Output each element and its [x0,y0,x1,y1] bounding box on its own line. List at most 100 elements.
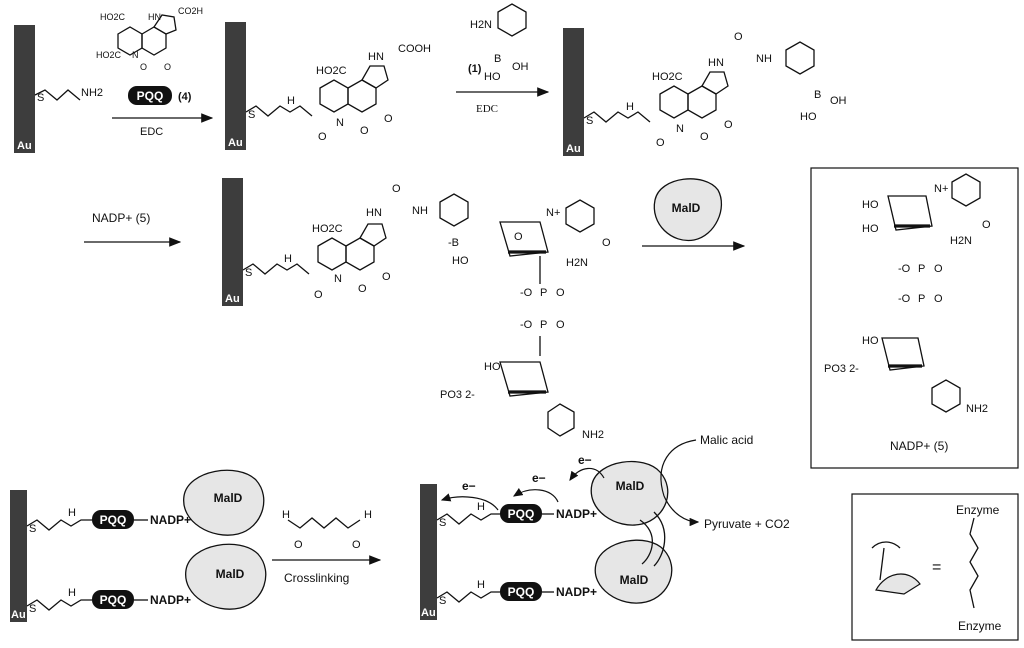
sulfur-label: S [29,523,36,535]
carbonyl-o-label: O [318,131,327,143]
phosphorus-label: P [918,293,925,305]
nh-label: HN [366,207,382,219]
nadp-box-caption: NADP+ (5) [890,439,948,453]
au-label: Au [17,140,32,152]
nadp-reagent-label: NADP+ (5) [92,211,150,225]
carbonyl-o-label: O [982,219,991,231]
oxo-label: O [382,271,391,283]
aldehyde-o-label: O [352,539,361,551]
pqq-nadp-conjugate-lower: S H PQQ NADP+ [26,587,191,615]
oxo-label: O [384,113,393,125]
sulfur-label: S [37,92,44,104]
au-label: Au [421,607,436,619]
carboxyl-label: HO2C [652,71,683,83]
pyridine-n-label: N [132,50,139,60]
phosphate-label: PO3 2- [440,389,475,401]
pyridine-n-label: N [676,123,684,135]
crosslink-bridge [639,519,653,565]
compound-4-label: (4) [178,91,192,103]
svg-text:MalD: MalD [214,491,243,505]
final-conjugate-upper: S H PQQ NADP+ [436,501,597,529]
amine-label: H2N [470,19,492,31]
nadp-tag: NADP+ [150,593,191,607]
hydroxyl-label: HO [800,111,817,123]
electron-label-3: e− [578,453,592,467]
pqq-nadp-complex-structure: S H O HO2C HN O NH -B HO N O O O N+ O H2… [242,183,611,441]
mald-enzyme-final-upper: MalD [590,460,669,526]
oxo-label: O [700,131,709,143]
amine-label: NH2 [81,87,103,99]
electrode-step5: Au [10,490,27,622]
equals-sign: = [932,559,941,576]
crosslink-bridge [653,511,666,567]
phosphate-o-label: O [556,287,565,299]
phosphate-o-label: O [556,319,565,331]
sulfur-label: S [29,603,36,615]
mald-enzyme-lower: MalD [185,543,267,610]
nh-label: NH [412,205,428,217]
crosslink-symbol [879,547,885,581]
nh-label: HN [148,12,161,22]
carbonyl-o-label: O [314,289,323,301]
malic-acid-label: Malic acid [700,433,753,447]
phosphate-o-label: -O [898,293,911,305]
carboxyl-label: HO2C [100,12,126,22]
oxo-label: O [140,62,147,72]
pqq-pill: PQQ [508,585,535,599]
aminophenylboronic-acid: H2N B OH HO (1) [468,3,529,83]
pqq-reagent-structure: HO2C HN CO2H HO2C N O O [96,6,203,72]
oxo-label: O [360,125,369,137]
pqq-pill: PQQ [100,513,127,527]
nadp-structure-box: HO HO N+ O H2N -O P O -O P O HO PO3 2- N… [810,167,1019,469]
nadp-tag: NADP+ [556,585,597,599]
mald-enzyme-final-lower: MalD [594,539,673,604]
pyridinium-label: N+ [934,183,948,195]
oxo-label: O [358,283,367,295]
pyridinium-label: N+ [546,207,560,219]
crosslink-symbol [871,541,901,549]
aldehyde-h-label: H [364,509,372,521]
pqq-pill-reagent: PQQ (4) [128,86,192,105]
amide-n-label: H [68,587,76,599]
nh-label: HN [708,57,724,69]
enzyme-label-top: Enzyme [956,503,1000,517]
hydroxyl-label: HO [484,361,501,373]
au-label: Au [228,137,243,149]
svg-text:MalD: MalD [616,479,645,493]
hydroxyl-label: HO [452,255,469,267]
pyridine-n-label: N [334,273,342,285]
final-conjugate-lower: S H PQQ NADP+ [436,579,597,607]
compound-1-label: (1) [468,63,482,75]
phosphorus-label: P [918,263,925,275]
pqq-pill: PQQ [508,507,535,521]
product-arrow [663,495,700,527]
hydroxyl-label: HO [862,335,879,347]
oxo-label: O [734,31,743,43]
au-label: Au [11,609,26,621]
phosphate-o-label: O [934,263,943,275]
boronate-label: -B [448,237,459,249]
electron-transfer-arrow-2 [512,487,559,503]
crosslinking-label: Crosslinking [284,571,349,585]
au-label: Au [566,143,581,155]
amine-label: NH2 [966,403,988,415]
glutaraldehyde-structure: H O H O [282,509,372,551]
phosphate-label: PO3 2- [824,363,859,375]
hydroxyl-label: HO [484,71,501,83]
enzyme-label-bottom: Enzyme [958,619,1002,633]
electron-transfer-arrow-1 [440,493,499,511]
pyridine-n-label: N [336,117,344,129]
ring-o-label: O [514,231,523,243]
sulfur-label: S [439,517,446,529]
phosphorus-label: P [540,319,547,331]
pyruvate-label: Pyruvate + CO2 [704,517,790,531]
amide-n-label: H [287,95,295,107]
oxo-label: O [164,62,171,72]
carboxyl-label: COOH [398,43,431,55]
carboxyl-label: HO2C [316,65,347,77]
svg-text:MalD: MalD [216,567,245,581]
svg-text:PQQ: PQQ [137,89,164,103]
hydroxyl-label: OH [830,95,847,107]
oxo-label: O [724,119,733,131]
